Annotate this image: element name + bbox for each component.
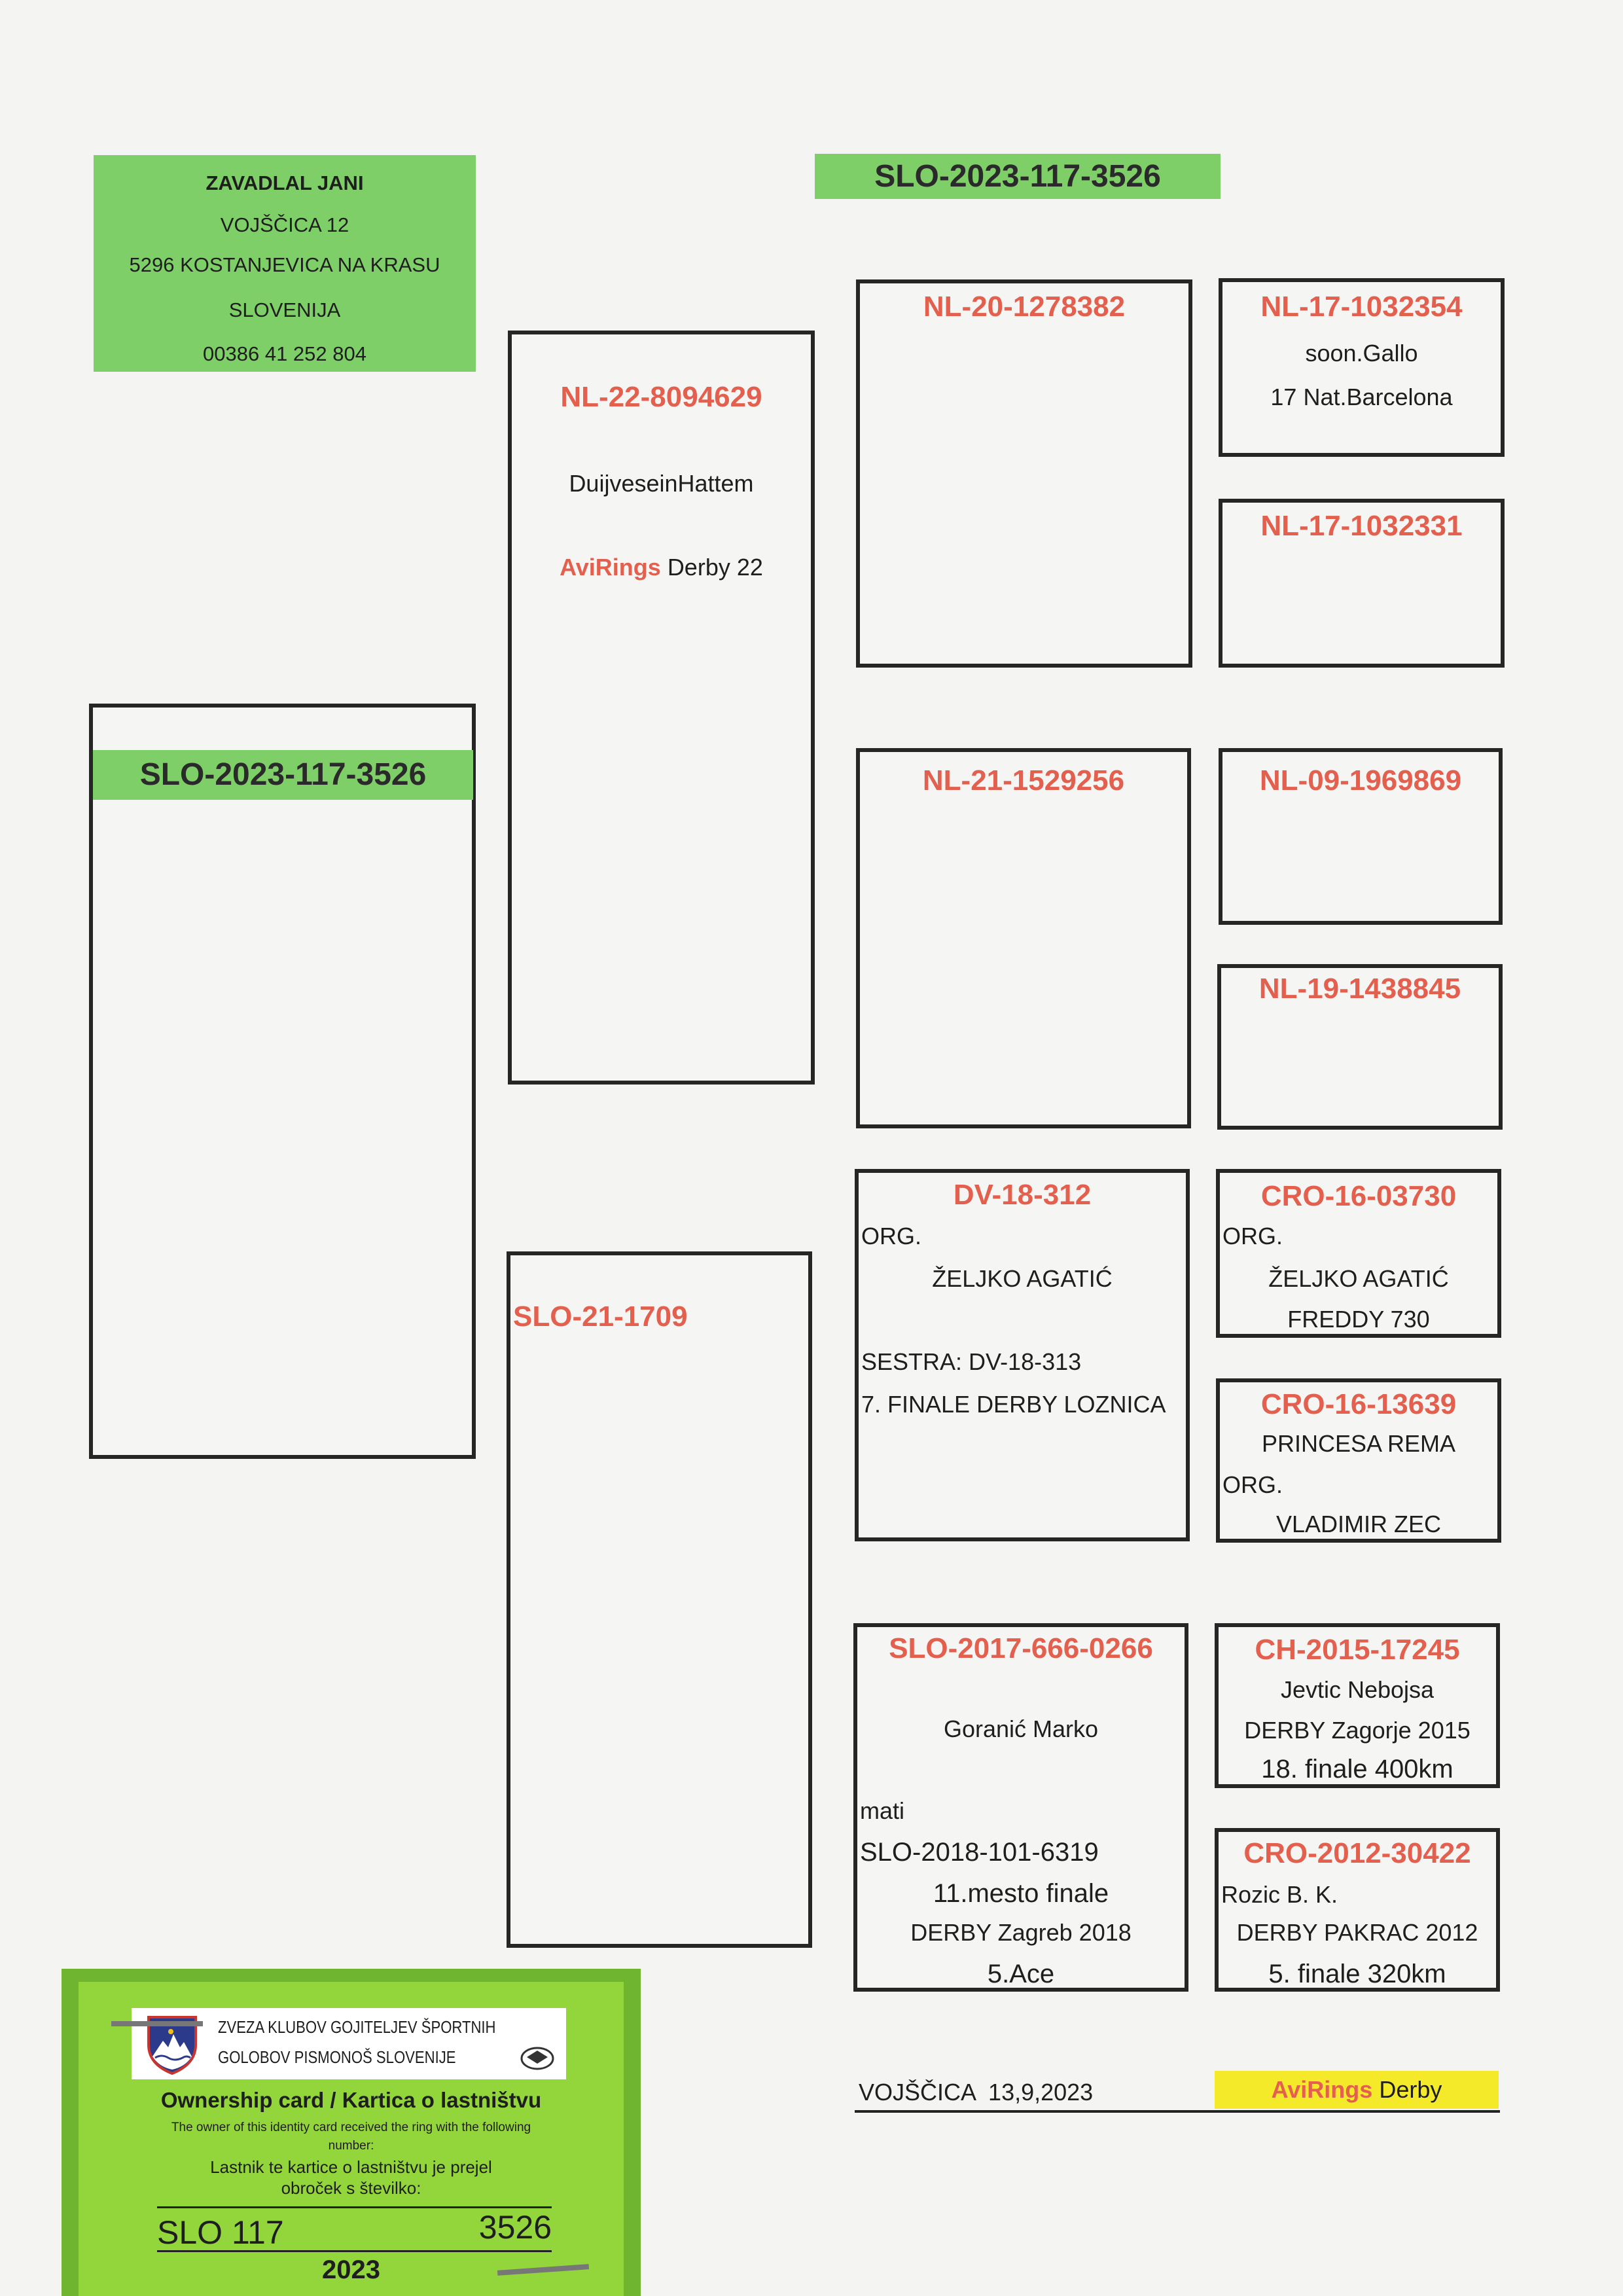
ring: NL-17-1032354 (1260, 291, 1463, 323)
main-bird-ring: SLO-2023-117-3526 (93, 750, 473, 800)
owner-country: SLOVENIJA (228, 298, 341, 321)
avirings-brand: AviRings (560, 554, 661, 581)
ownership-card-inner: ZVEZA KLUBOV GOJITELJEV ŠPORTNIH GOLOBOV… (79, 1982, 624, 2296)
owner-phone: 00386 41 252 804 (203, 342, 366, 365)
dam-sire-dam-box: CRO-16-13639 PRINCESA REMA ORG. VLADIMIR… (1216, 1378, 1501, 1543)
info-line: PRINCESA REMA (1261, 1430, 1456, 1457)
info-line: VLADIMIR ZEC (1275, 1511, 1442, 1537)
info-line: 11.mesto finale (933, 1879, 1109, 1908)
info-line: ŽELJKO AGATIĆ (1268, 1265, 1449, 1292)
owner-street: VOJŠČICA 12 (220, 213, 349, 236)
card-org-line-2: GOLOBOV PISMONOŠ SLOVENIJE (218, 2047, 456, 2067)
sire-race-text: Derby 22 (667, 554, 763, 581)
info-line: DERBY Zagorje 2015 (1244, 1717, 1471, 1744)
staple (111, 2021, 203, 2026)
ring: CRO-16-13639 (1260, 1388, 1457, 1420)
ring: CRO-16-03730 (1260, 1180, 1457, 1212)
info-line: Rozic B. K. (1221, 1881, 1338, 1908)
header-ring-number: SLO-2023-117-3526 (815, 154, 1221, 199)
dam-ring: SLO-21-1709 (513, 1300, 688, 1333)
avirings-brand: AviRings (1271, 2076, 1373, 2103)
sire-sire-box: NL-20-1278382 (856, 279, 1192, 668)
dam-sire-box: DV-18-312 ORG. ŽELJKO AGATIĆ SESTRA: DV-… (855, 1169, 1190, 1541)
info-line: Goranić Marko (943, 1715, 1099, 1742)
ownership-card: ZVEZA KLUBOV GOJITELJEV ŠPORTNIH GOLOBOV… (62, 1969, 641, 2296)
owner-city: 5296 KOSTANJEVICA NA KRASU (129, 253, 440, 276)
sire-breeder: DuijveseinHattem (569, 470, 754, 497)
card-ring-number: 3526 (478, 2209, 552, 2246)
ring: DV-18-312 (953, 1179, 1092, 1211)
info-line: Jevtic Nebojsa (1280, 1676, 1435, 1703)
sire-sire-dam-box: NL-17-1032331 (1219, 499, 1505, 668)
info-line: mati (860, 1797, 905, 1824)
card-ring-prefix: SLO 117 (157, 2214, 284, 2251)
sire-race: AviRings Derby 22 (512, 551, 811, 584)
footer-divider (855, 2110, 1500, 2113)
info-line: SLO-2018-101-6319 (860, 1838, 1099, 1867)
dam-box: SLO-21-1709 (507, 1251, 812, 1948)
card-divider (157, 2250, 552, 2252)
info-line: ORG. (1222, 1471, 1283, 1498)
info-line: ORG. (861, 1223, 922, 1249)
pigeon-logo-icon (520, 2047, 554, 2070)
ring: NL-19-1438845 (1258, 973, 1461, 1005)
info-line: soon.Gallo (1305, 340, 1418, 367)
sire-sire-sire-box: NL-17-1032354 soon.Gallo 17 Nat.Barcelon… (1219, 278, 1505, 457)
info-line: DERBY PAKRAC 2012 (1236, 1919, 1478, 1946)
footer-brand-suffix: Derby (1379, 2076, 1442, 2103)
ring: NL-09-1969869 (1259, 764, 1462, 797)
card-year: 2023 (322, 2255, 380, 2284)
card-en-text-2: number: (328, 2139, 374, 2153)
info-line: 5.Ace (987, 1960, 1055, 1988)
info-line: ORG. (1222, 1223, 1283, 1249)
info-line: 17 Nat.Barcelona (1270, 384, 1453, 410)
sire-dam-sire-box: NL-09-1969869 (1219, 748, 1503, 925)
card-title: Ownership card / Kartica o lastništvu (160, 2088, 542, 2112)
sire-box: NL-22-8094629 DuijveseinHattem AviRings … (508, 331, 815, 1085)
card-divider (157, 2206, 552, 2208)
info-line: DERBY Zagreb 2018 (910, 1919, 1132, 1946)
ring: NL-17-1032331 (1260, 510, 1463, 542)
ring: SLO-2017-666-0266 (889, 1632, 1153, 1664)
sire-sire-ring: NL-20-1278382 (923, 291, 1126, 323)
card-en-text-1: The owner of this identity card received… (171, 2121, 531, 2134)
footer-highlight: AviRings Derby (1215, 2071, 1499, 2109)
footer-place-date: VOJŠČICA 13,9,2023 (859, 2079, 1094, 2106)
sire-dam-ring: NL-21-1529256 (922, 764, 1125, 797)
dam-dam-sire-box: CH-2015-17245 Jevtic Nebojsa DERBY Zagor… (1215, 1623, 1500, 1788)
ring: CRO-2012-30422 (1243, 1837, 1471, 1869)
info-line: 7. FINALE DERBY LOZNICA (861, 1391, 1166, 1418)
info-line: FREDDY 730 (1287, 1306, 1430, 1333)
card-header: ZVEZA KLUBOV GOJITELJEV ŠPORTNIH GOLOBOV… (132, 2008, 566, 2079)
dam-dam-box: SLO-2017-666-0266 Goranić Marko mati SLO… (853, 1623, 1188, 1992)
dam-sire-sire-box: CRO-16-03730 ORG. ŽELJKO AGATIĆ FREDDY 7… (1216, 1169, 1501, 1338)
main-bird-box: SLO-2023-117-3526 (89, 704, 476, 1459)
info-line: ŽELJKO AGATIĆ (932, 1265, 1113, 1292)
card-org-line-1: ZVEZA KLUBOV GOJITELJEV ŠPORTNIH (218, 2017, 496, 2037)
sire-ring: NL-22-8094629 (560, 381, 762, 413)
card-sl-text-1: Lastnik te kartice o lastništvu je preje… (210, 2157, 492, 2177)
ring: CH-2015-17245 (1255, 1634, 1460, 1666)
info-line: 5. finale 320km (1268, 1960, 1446, 1988)
info-line: SESTRA: DV-18-313 (861, 1348, 1082, 1375)
sire-dam-dam-box: NL-19-1438845 (1217, 964, 1503, 1130)
owner-name: ZAVADLAL JANI (205, 171, 364, 194)
sire-dam-box: NL-21-1529256 (856, 748, 1191, 1128)
info-line: 18. finale 400km (1261, 1755, 1454, 1784)
owner-address-block: ZAVADLAL JANI VOJŠČICA 12 5296 KOSTANJEV… (94, 155, 476, 372)
dam-dam-dam-box: CRO-2012-30422 Rozic B. K. DERBY PAKRAC … (1215, 1828, 1500, 1992)
card-sl-text-2: obroček s številko: (281, 2178, 421, 2198)
